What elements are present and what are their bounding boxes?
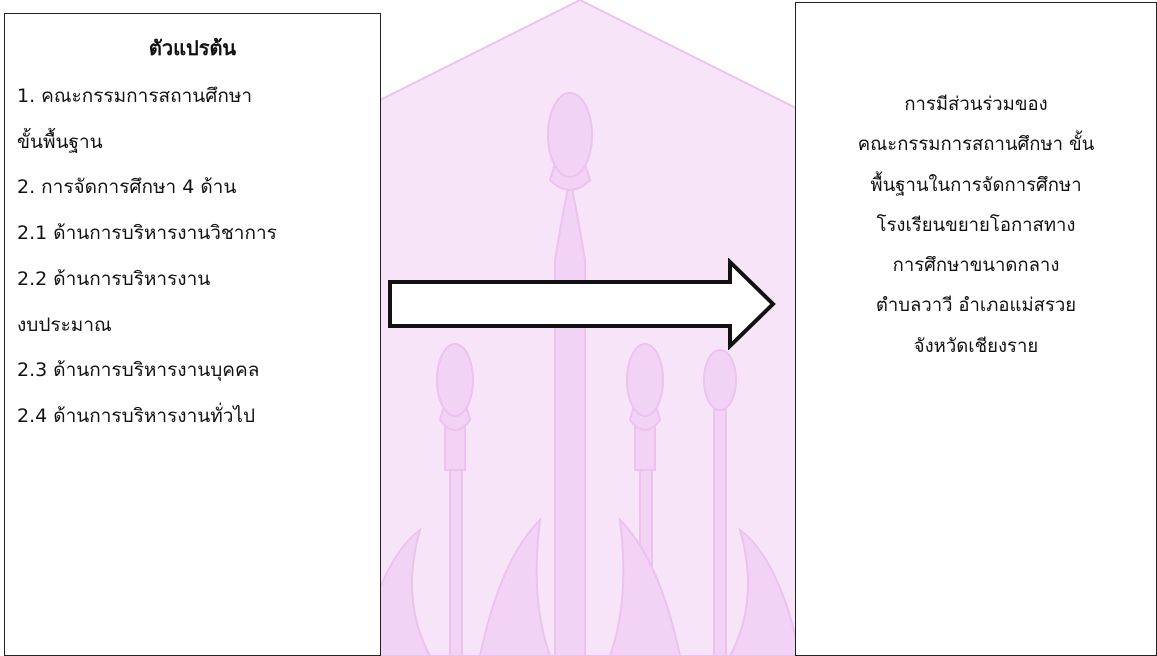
variable-line: 1. คณะกรรมการสถานศึกษา — [17, 85, 253, 107]
variable-line: 2.4 ด้านการบริหารงานทั่วไป — [17, 404, 256, 427]
variable-line: ขั้นพื้นฐาน — [17, 130, 103, 153]
variable-line: 2.2 ด้านการบริหารงาน — [17, 267, 211, 290]
dependent-variable-box: การมีส่วนร่วมของ คณะกรรมการสถานศึกษา ขั้… — [795, 2, 1157, 656]
independent-variables-box: ตัวแปรต้น 1. คณะกรรมการสถานศึกษา ขั้นพื้… — [4, 13, 381, 656]
variable-line: 2.3 ด้านการบริหารงานบุคคล — [17, 359, 260, 382]
variable-line: 2.1 ด้านการบริหารงานวิชาการ — [17, 222, 277, 245]
dependent-line: ตำบลวาวี อำเภอแม่สรวย — [875, 295, 1077, 317]
variable-line: งบประมาณ — [17, 313, 112, 336]
dependent-line: โรงเรียนขยายโอกาสทาง — [876, 214, 1076, 236]
independent-variables-list: 1. คณะกรรมการสถานศึกษา ขั้นพื้นฐาน 2. กา… — [17, 74, 368, 440]
dependent-line: การศึกษาขนาดกลาง — [892, 255, 1060, 277]
right-arrow-icon — [388, 258, 776, 350]
independent-variables-title: ตัวแปรต้น — [148, 36, 237, 60]
dependent-variable-text: การมีส่วนร่วมของ คณะกรรมการสถานศึกษา ขั้… — [800, 85, 1152, 367]
dependent-line: คณะกรรมการสถานศึกษา ขั้น — [857, 134, 1095, 156]
dependent-line: การมีส่วนร่วมของ — [904, 94, 1048, 115]
dependent-line: จังหวัดเชียงราย — [913, 335, 1039, 357]
dependent-line: พื้นฐานในการจัดการศึกษา — [870, 174, 1082, 196]
variable-line: 2. การจัดการศึกษา 4 ด้าน — [17, 176, 237, 199]
